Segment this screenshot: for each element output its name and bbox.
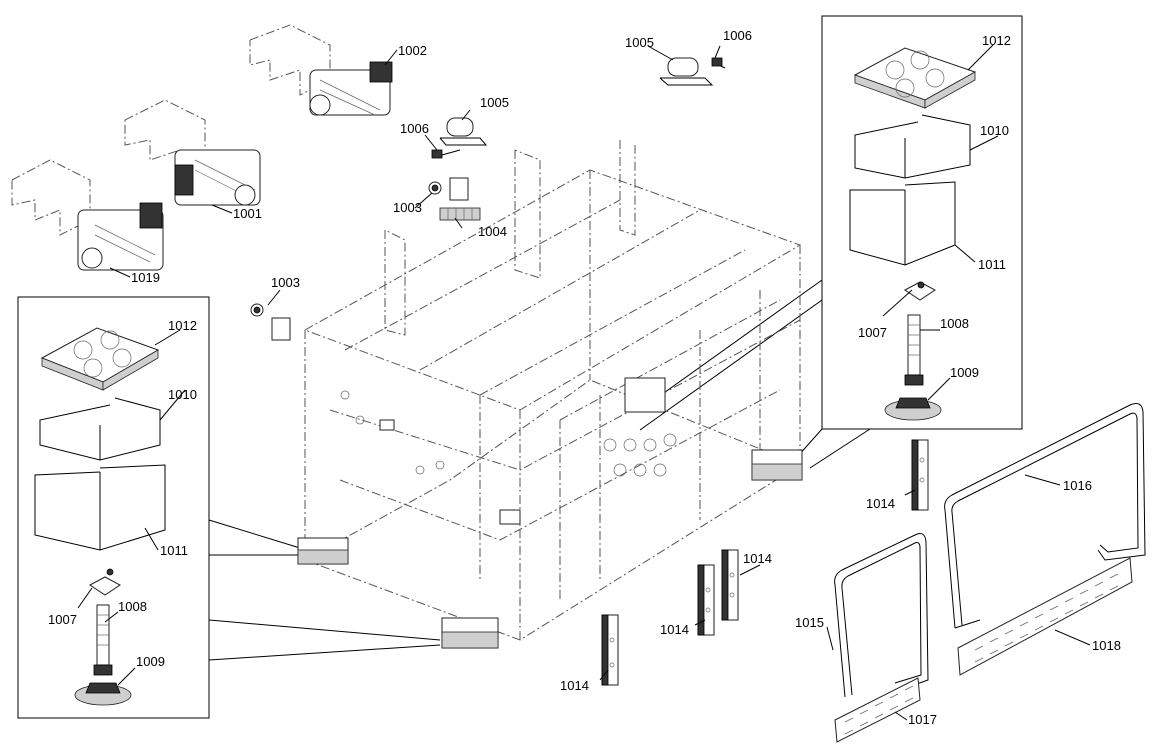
callout-1006-mid: 1006: [400, 121, 429, 136]
leader-lines: [77, 44, 1091, 721]
callout-1004: 1004: [478, 224, 507, 239]
callout-1011-right: 1011: [978, 257, 1006, 272]
callout-1014-low: 1014: [560, 678, 589, 693]
terminal-block-1004: [439, 207, 481, 221]
cover-panel-1017: [834, 677, 921, 743]
callout-1006-top: 1006: [723, 28, 752, 43]
heating-element-1015: [834, 533, 929, 698]
callout-1012-left: 1012: [168, 318, 197, 333]
callout-1007-right: 1007: [858, 325, 887, 340]
callout-1010-left: 1010: [168, 387, 197, 402]
callout-1010-right: 1010: [980, 123, 1009, 138]
callout-1016: 1016: [1063, 478, 1092, 493]
callout-1007-left: 1007: [48, 612, 77, 627]
cover-1011-right: [849, 181, 956, 266]
bracket-1014-mid-b: [721, 549, 739, 621]
thermostat-1005-mid: [431, 117, 488, 159]
bracket-1014-low: [601, 614, 619, 686]
callout-1009-right: 1009: [950, 365, 979, 380]
callout-1009-left: 1009: [136, 654, 165, 669]
plate-1012-right: [853, 47, 977, 109]
callout-1005-mid: 1005: [480, 95, 509, 110]
callout-1017: 1017: [908, 712, 937, 727]
callout-1011-left: 1011: [160, 543, 188, 558]
callout-1002: 1002: [398, 43, 427, 58]
fan-1019: [11, 159, 164, 271]
callout-1014-right: 1014: [866, 496, 895, 511]
oven-feet: [297, 449, 803, 649]
callout-1008-right: 1008: [940, 316, 969, 331]
foot-assembly-left: [74, 568, 132, 706]
callout-1015: 1015: [795, 615, 824, 630]
callout-1018: 1018: [1092, 638, 1121, 653]
callout-1005-top: 1005: [625, 35, 654, 50]
detail-box-left: [17, 296, 441, 719]
oven-frame: [304, 140, 802, 641]
callout-1014-mid-b: 1014: [743, 551, 772, 566]
cover-1011-left: [34, 464, 166, 551]
fan-1001: [124, 99, 261, 206]
callout-1014-mid-a: 1014: [660, 622, 689, 637]
callout-1003-left: 1003: [271, 275, 300, 290]
callout-1019: 1019: [131, 270, 160, 285]
thermostat-1005-top: [659, 57, 726, 86]
callout-1001: 1001: [233, 206, 262, 221]
callout-1012-right: 1012: [982, 33, 1011, 48]
cover-1010-right: [854, 114, 971, 179]
callout-labels: 1001 1002 1003 1003 1004 1005 1005 1006 …: [48, 28, 1121, 727]
bracket-1014-mid-a: [697, 564, 715, 636]
foot-assembly-right: [884, 281, 942, 421]
switch-1003-left: [250, 303, 291, 341]
plate-1012-left: [40, 327, 160, 391]
cover-1010-left: [39, 397, 161, 461]
callout-1008-left: 1008: [118, 599, 147, 614]
fan-1002: [249, 24, 393, 116]
cover-panel-1018: [957, 557, 1133, 676]
callout-1003-mid: 1003: [393, 200, 422, 215]
bracket-1014-right: [911, 439, 929, 511]
heating-element-1016: [944, 403, 1146, 629]
detail-box-right: [639, 15, 1023, 469]
switch-1003-mid: [428, 177, 469, 201]
